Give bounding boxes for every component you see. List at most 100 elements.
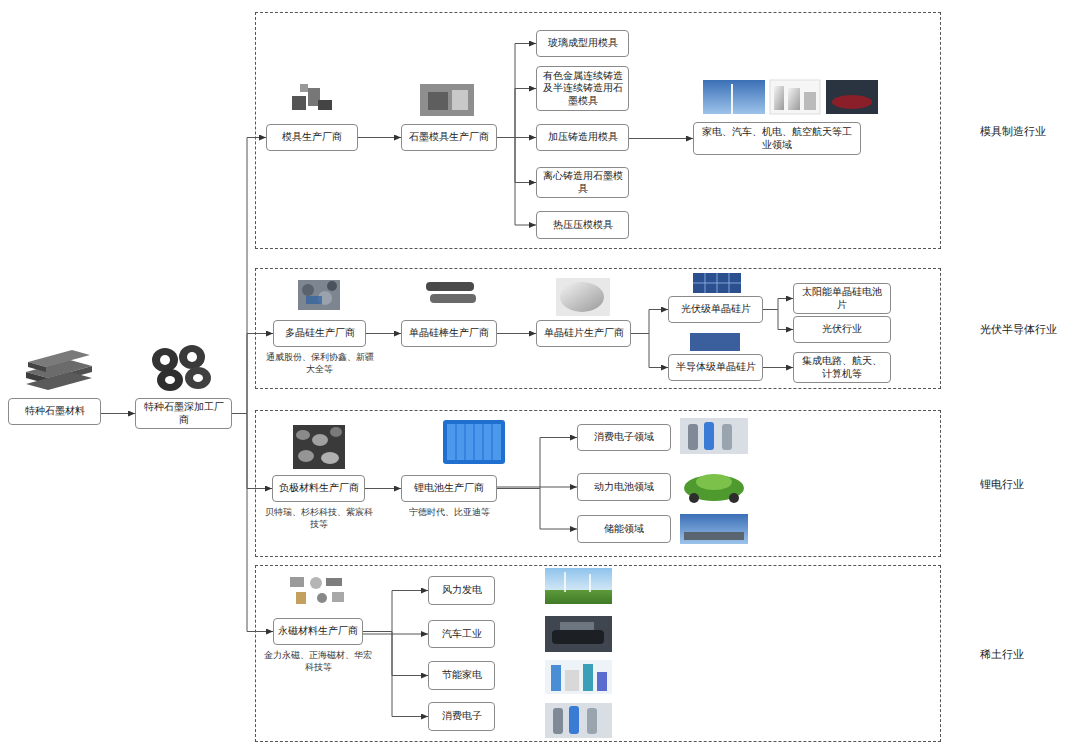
process-box: 太阳能单晶硅电池片 (793, 283, 891, 314)
connector-arrow (363, 591, 428, 632)
process-box: 多晶硅生产厂商通威股份、保利协鑫、新疆大全等 (273, 320, 366, 347)
box-label: 多晶硅生产厂商 (285, 327, 355, 340)
connector-arrow (497, 89, 536, 138)
box-label: 特种石墨材料 (25, 405, 85, 418)
connector-arrow (497, 138, 536, 183)
connector-arrow (497, 44, 536, 138)
industry-label: 模具制造行业 (980, 123, 1046, 138)
connector-arrow (101, 413, 135, 414)
connector-arrow (232, 138, 266, 414)
box-label: 光伏级单晶硅片 (681, 303, 751, 316)
industry-label: 稀土行业 (980, 646, 1024, 661)
connector-arrow (629, 138, 693, 139)
box-label: 单晶硅片生产厂商 (544, 327, 624, 340)
process-box: 加压铸造用模具 (536, 124, 629, 151)
process-box: 负极材料生产厂商贝特瑞、杉杉科技、紫宸科技等 (272, 475, 365, 502)
process-box: 动力电池领域 (577, 473, 671, 501)
connector-arrow (497, 438, 577, 489)
connector-arrow (366, 333, 401, 334)
process-box: 单晶硅片生产厂商 (536, 320, 631, 347)
box-label: 光伏行业 (822, 323, 862, 336)
connector-arrow (232, 414, 272, 489)
process-box: 节能家电 (428, 661, 495, 690)
box-label: 石墨模具生产厂商 (409, 131, 489, 144)
box-label: 风力发电 (442, 584, 482, 597)
process-box: 单晶硅棒生产厂商 (401, 320, 497, 347)
box-label: 玻璃成型用模具 (548, 37, 618, 50)
industry-band: 稀土行业永磁材料生产厂商金力永磁、正海磁材、华宏科技等风力发电汽车工业节能家电消… (255, 565, 941, 742)
process-box: 有色金属连续铸造及半连续铸造用石墨模具 (536, 66, 629, 111)
process-box: 汽车工业 (428, 620, 495, 648)
process-box: 储能领域 (577, 515, 671, 543)
process-box: 消费电子领域 (577, 424, 671, 451)
process-box: 锂电池生产厂商宁德时代、比亚迪等 (401, 475, 497, 502)
process-box: 玻璃成型用模具 (536, 30, 629, 57)
lithium-application-photos (680, 418, 748, 544)
process-box: 特种石墨深加工厂商 (135, 398, 232, 429)
rare-earth-application-photos (545, 568, 612, 738)
box-label: 离心铸造用石墨模具 (541, 170, 624, 195)
box-label: 永磁材料生产厂商 (278, 625, 358, 638)
box-label: 汽车工业 (442, 628, 482, 641)
box-label: 有色金属连续铸造及半连续铸造用石墨模具 (541, 70, 624, 108)
company-note: 贝特瑞、杉杉科技、紫宸科技等 (261, 507, 377, 530)
box-label: 锂电池生产厂商 (414, 482, 484, 495)
connector-arrow (358, 137, 401, 138)
connector-arrow (631, 334, 668, 368)
industry-photos (703, 80, 878, 114)
process-box: 光伏行业 (793, 316, 891, 343)
industry-band: 锂电行业负极材料生产厂商贝特瑞、杉杉科技、紫宸科技等锂电池生产厂商宁德时代、比亚… (255, 410, 941, 557)
box-label: 单晶硅棒生产厂商 (409, 327, 489, 340)
anode-material-icon (293, 425, 345, 469)
connector-arrow (497, 333, 536, 334)
process-box: 热压压模模具 (536, 211, 629, 239)
company-note: 金力永磁、正海磁材、华宏科技等 (260, 650, 376, 673)
industry-band: 模具制造行业模具生产厂商石墨模具生产厂商玻璃成型用模具有色金属连续铸造及半连续铸… (255, 12, 941, 249)
box-label: 特种石墨深加工厂商 (140, 401, 227, 426)
box-label: 动力电池领域 (594, 481, 654, 494)
graphite-slabs-icon (26, 350, 92, 390)
box-label: 负极材料生产厂商 (279, 482, 359, 495)
box-label: 节能家电 (442, 669, 482, 682)
box-label: 储能领域 (604, 523, 644, 536)
process-box: 半导体级单晶硅片 (668, 354, 763, 381)
process-box: 风力发电 (428, 576, 495, 605)
connector-arrow (763, 310, 793, 330)
box-label: 集成电路、航天、计算机等 (798, 355, 886, 380)
mold-parts-icon (292, 84, 332, 110)
box-label: 家电、汽车、机电、航空航天等工业领域 (698, 126, 856, 151)
connector-arrow (363, 632, 428, 676)
process-box: 永磁材料生产厂商金力永磁、正海磁材、华宏科技等 (273, 618, 363, 645)
connector-arrow (763, 299, 793, 310)
box-label: 消费电子领域 (594, 431, 654, 444)
magnet-icon (290, 577, 344, 604)
process-box: 集成电路、航天、计算机等 (793, 352, 891, 383)
graphite-rings-icon (152, 345, 211, 391)
industry-band: 光伏半导体行业多晶硅生产厂商通威股份、保利协鑫、新疆大全等单晶硅棒生产厂商单晶硅… (255, 268, 941, 389)
process-box: 离心铸造用石墨模具 (536, 167, 629, 198)
silicon-wafer-icon (556, 278, 610, 316)
connector-arrow (497, 138, 536, 226)
box-label: 加压铸造用模具 (548, 131, 618, 144)
battery-pack-icon (443, 420, 505, 464)
company-note: 通威股份、保利协鑫、新疆大全等 (262, 352, 378, 375)
process-box: 模具生产厂商 (266, 124, 358, 151)
process-box: 特种石墨材料 (8, 398, 101, 425)
industry-label: 光伏半导体行业 (980, 321, 1057, 336)
connector-arrow (631, 310, 668, 334)
polysilicon-icon (298, 280, 340, 310)
connector-arrow (232, 414, 273, 632)
connector-arrow (365, 488, 401, 489)
process-box: 消费电子 (428, 702, 495, 731)
connector-arrow (763, 367, 793, 368)
process-box: 家电、汽车、机电、航空航天等工业领域 (693, 122, 861, 155)
company-note: 宁德时代、比亚迪等 (391, 507, 507, 519)
connector-arrow (497, 489, 577, 530)
box-label: 半导体级单晶硅片 (676, 361, 756, 374)
box-label: 模具生产厂商 (282, 131, 342, 144)
box-label: 太阳能单晶硅电池片 (798, 286, 886, 311)
process-box: 光伏级单晶硅片 (668, 296, 763, 323)
